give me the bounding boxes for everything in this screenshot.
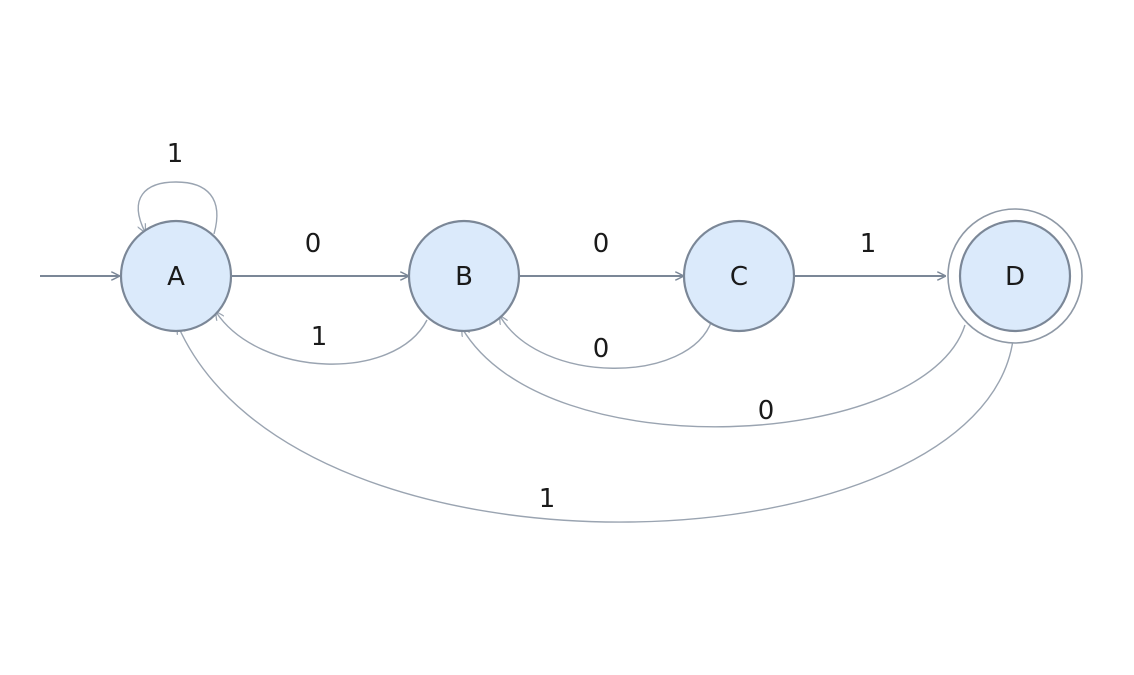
edge-label-A-B: 0 bbox=[305, 229, 322, 259]
edge-label-B-A: 1 bbox=[311, 322, 328, 352]
edge-label-C-B: 0 bbox=[593, 334, 610, 364]
state-label-C: C bbox=[730, 262, 748, 292]
edge-D-B bbox=[462, 324, 966, 428]
edge-label-C-D: 1 bbox=[860, 229, 877, 259]
state-D: D bbox=[947, 208, 1083, 344]
state-label-B: B bbox=[455, 262, 473, 292]
edge-C-B bbox=[500, 316, 713, 369]
edge-label-D-B: 0 bbox=[758, 396, 775, 426]
edge-label-A-A: 1 bbox=[167, 139, 184, 169]
edge-B-A bbox=[216, 312, 428, 365]
edge-label-D-A: 1 bbox=[539, 484, 556, 514]
state-C: C bbox=[682, 219, 796, 333]
edge-D-A bbox=[178, 326, 1014, 523]
state-label-D: D bbox=[1005, 262, 1025, 292]
edge-label-B-C: 0 bbox=[593, 229, 610, 259]
state-A: A bbox=[119, 219, 233, 333]
edge-A-A bbox=[138, 181, 218, 235]
state-B: B bbox=[407, 219, 521, 333]
state-label-A: A bbox=[167, 262, 185, 292]
